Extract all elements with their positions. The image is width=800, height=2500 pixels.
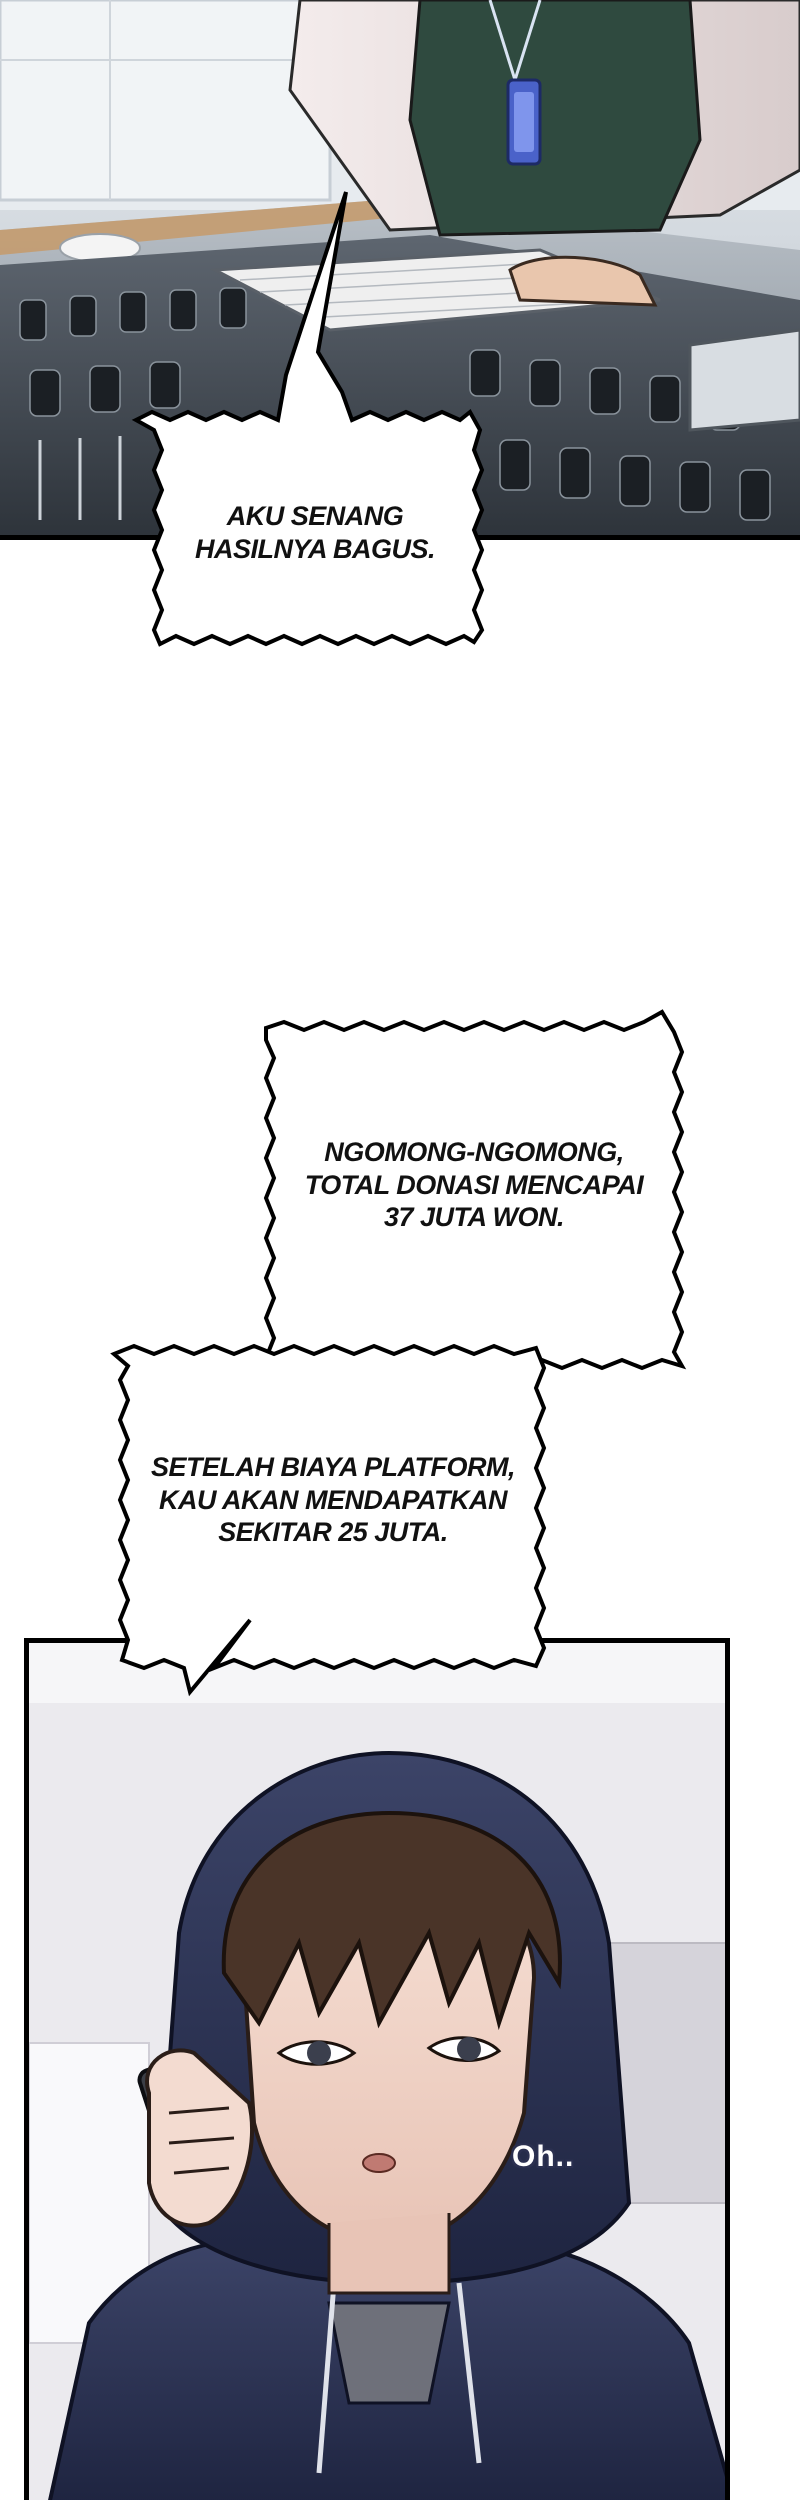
console-knobs — [19, 287, 771, 521]
hoodie-string-right — [456, 2282, 482, 2464]
speech-bubble-shape — [110, 1343, 547, 1697]
speech-bubble-senang: AKU SENANG HASILNYA BAGUS. — [120, 180, 500, 680]
bubble-senang-text: AKU SENANG HASILNYA BAGUS. — [160, 430, 470, 635]
hand-on-keyboard — [508, 255, 658, 307]
bubble-senang-line-2: HASILNYA BAGUS. — [194, 533, 436, 564]
speech-bubble-shape — [263, 1009, 687, 1371]
green-sweater — [408, 0, 702, 237]
panel-studio — [0, 0, 800, 540]
sfx-oh: Oh.. — [512, 2140, 575, 2173]
audio-device — [688, 328, 800, 432]
bubble-donasi-line-2: TOTAL DONASI MENCAPAI — [304, 1169, 644, 1200]
speech-bubble-donasi: NGOMONG-NGOMONG, TOTAL DONASI MENCAPAI 3… — [250, 1000, 690, 1400]
bubble-biaya-line-1: SETELAH BIAYA PLATFORM, — [151, 1451, 515, 1482]
bubble-donasi-line-1: NGOMONG-NGOMONG, — [324, 1136, 624, 1167]
eyes — [276, 2036, 502, 2066]
bubble-biaya-text: SETELAH BIAYA PLATFORM, KAU AKAN MENDAPA… — [128, 1380, 538, 1620]
speech-bubble-shape — [131, 191, 485, 647]
bubble-biaya-line-3: SEKITAR 25 JUTA. — [218, 1517, 448, 1548]
bubble-donasi-line-3: 37 JUTA WON. — [383, 1202, 565, 1233]
hand-holding-phone — [145, 2048, 254, 2228]
mouth — [362, 2153, 396, 2173]
character-illustration — [29, 1643, 725, 2500]
hoodie-string-left — [316, 2282, 337, 2474]
bubble-biaya-line-2: KAU AKAN MENDAPATKAN — [159, 1484, 507, 1515]
speech-bubble-biaya: SETELAH BIAYA PLATFORM, KAU AKAN MENDAPA… — [100, 1320, 560, 1720]
hair — [221, 1810, 562, 2031]
panel-character — [24, 1638, 730, 2500]
bubble-senang-line-1: AKU SENANG — [226, 500, 404, 531]
bubble-donasi-text: NGOMONG-NGOMONG, TOTAL DONASI MENCAPAI 3… — [274, 1060, 674, 1310]
